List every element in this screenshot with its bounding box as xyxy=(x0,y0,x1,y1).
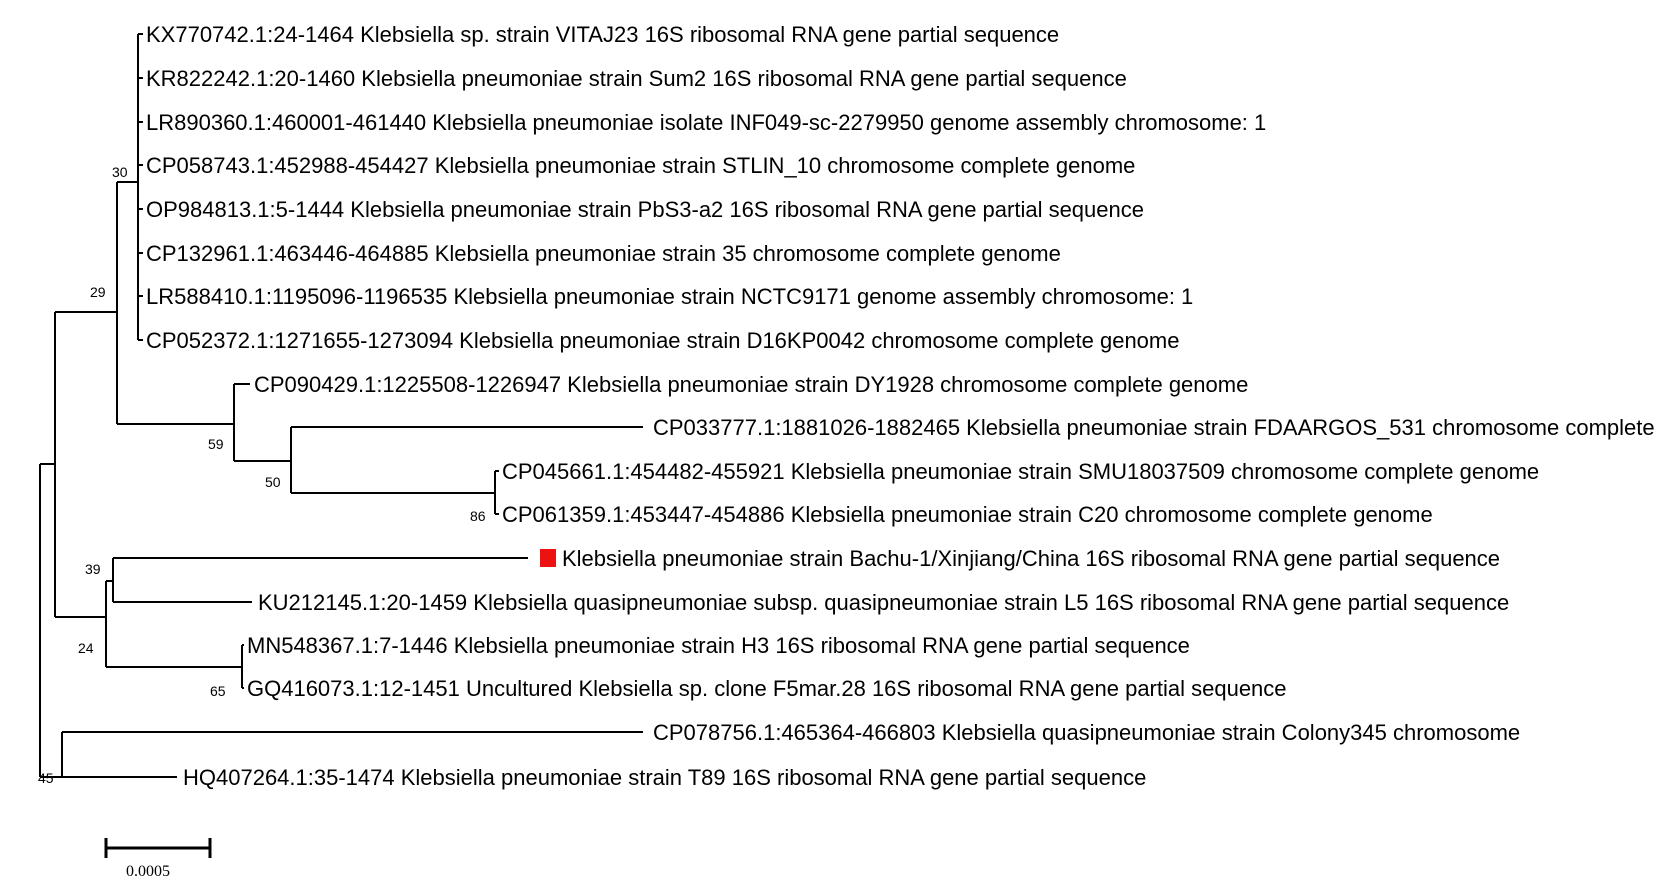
taxon-labels: KX770742.1:24-1464 Klebsiella sp. strain… xyxy=(146,22,1654,790)
taxon-label: KX770742.1:24-1464 Klebsiella sp. strain… xyxy=(146,22,1059,47)
taxon-label: CP061359.1:453447-454886 Klebsiella pneu… xyxy=(502,502,1433,527)
taxon-label: KU212145.1:20-1459 Klebsiella quasipneum… xyxy=(258,590,1509,615)
taxon-label: CP078756.1:465364-466803 Klebsiella quas… xyxy=(653,720,1520,745)
taxon-label: CP045661.1:454482-455921 Klebsiella pneu… xyxy=(502,459,1539,484)
taxon-label: CP090429.1:1225508-1226947 Klebsiella pn… xyxy=(254,372,1248,397)
scale-bar: 0.0005 xyxy=(104,838,212,880)
tree-branches xyxy=(39,33,643,778)
taxon-label: OP984813.1:5-1444 Klebsiella pneumoniae … xyxy=(146,197,1144,222)
taxon-label: KR822242.1:20-1460 Klebsiella pneumoniae… xyxy=(146,66,1127,91)
highlight-square-icon xyxy=(540,549,556,567)
bootstrap-value: 65 xyxy=(210,683,226,699)
taxon-label: LR588410.1:1195096-1196535 Klebsiella pn… xyxy=(146,284,1193,309)
taxon-label: LR890360.1:460001-461440 Klebsiella pneu… xyxy=(146,110,1266,135)
bootstrap-value: 86 xyxy=(470,508,486,524)
taxon-label: CP132961.1:463446-464885 Klebsiella pneu… xyxy=(146,241,1061,266)
scale-bar-label: 0.0005 xyxy=(126,863,170,880)
bootstrap-value: 45 xyxy=(38,770,54,786)
taxon-label: GQ416073.1:12-1451 Uncultured Klebsiella… xyxy=(247,676,1287,701)
taxon-label: MN548367.1:7-1446 Klebsiella pneumoniae … xyxy=(247,633,1190,658)
bootstrap-value: 50 xyxy=(265,474,281,490)
bootstrap-value: 59 xyxy=(208,436,224,452)
bootstrap-value: 29 xyxy=(90,284,106,300)
taxon-label: HQ407264.1:35-1474 Klebsiella pneumoniae… xyxy=(183,765,1146,790)
bootstrap-value: 24 xyxy=(78,640,94,656)
taxon-label: CP033777.1:1881026-1882465 Klebsiella pn… xyxy=(653,415,1654,440)
taxon-label: CP058743.1:452988-454427 Klebsiella pneu… xyxy=(146,153,1135,178)
bootstrap-value: 39 xyxy=(85,561,101,577)
taxon-label: CP052372.1:1271655-1273094 Klebsiella pn… xyxy=(146,328,1179,353)
scale-bar-line xyxy=(104,838,212,858)
bootstrap-values: 30 29 59 50 86 39 24 65 45 xyxy=(38,164,486,786)
taxon-label-highlighted: Klebsiella pneumoniae strain Bachu-1/Xin… xyxy=(562,546,1500,571)
bootstrap-value: 30 xyxy=(112,164,128,180)
